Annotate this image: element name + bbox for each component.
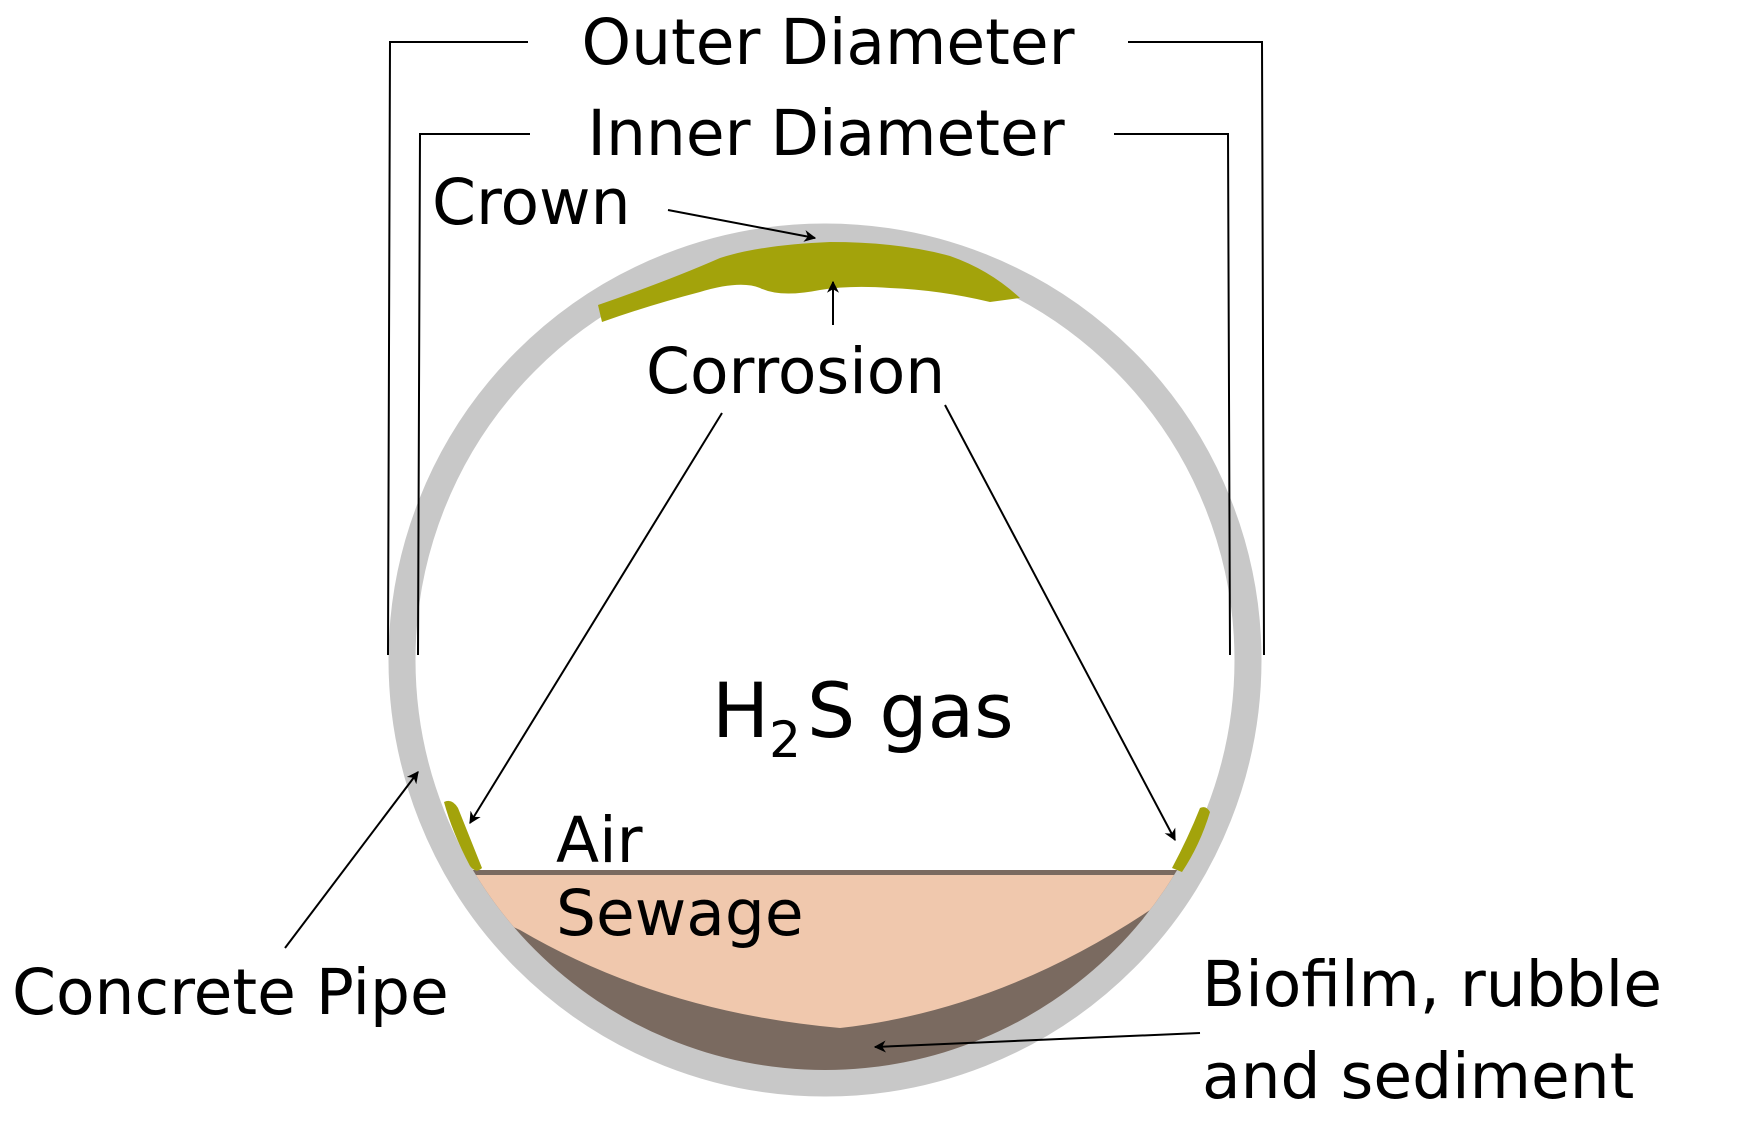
outer-diameter-leader-left (387, 41, 528, 656)
inner-diameter-leader-right (1114, 133, 1231, 656)
crown-label: Crown (432, 166, 631, 239)
sewage-layer (415, 875, 1235, 1028)
inner-diameter-leader-left (417, 133, 530, 656)
biofilm-arrow (873, 1032, 1201, 1053)
inner-diameter-label: Inner Diameter (587, 97, 1064, 170)
h2s-gas-label: H2S gas (712, 666, 1014, 769)
outer-diameter-label: Outer Diameter (581, 6, 1074, 79)
crown-corrosion (598, 242, 1020, 322)
h2s-subscript: 2 (769, 711, 801, 769)
biofilm-label-line1: Biofilm, rubble (1202, 948, 1662, 1021)
crown-arrow (667, 209, 817, 242)
right-corrosion (1172, 807, 1210, 872)
sewage-label: Sewage (556, 877, 804, 950)
concrete-pipe-arrow (284, 771, 419, 949)
h2s-suffix: S gas (807, 666, 1014, 755)
left-corrosion (444, 800, 482, 871)
concrete-pipe-label: Concrete Pipe (12, 956, 449, 1029)
corrosion-arrow-left (469, 412, 723, 825)
air-label: Air (556, 804, 643, 877)
h2s-prefix: H (712, 666, 769, 755)
pipe-wall (388, 223, 1262, 1097)
corrosion-label: Corrosion (646, 335, 945, 408)
corrosion-arrow-right (944, 404, 1176, 842)
biofilm-label-line2: and sediment (1202, 1040, 1634, 1113)
outer-diameter-leader-right (1128, 41, 1265, 656)
